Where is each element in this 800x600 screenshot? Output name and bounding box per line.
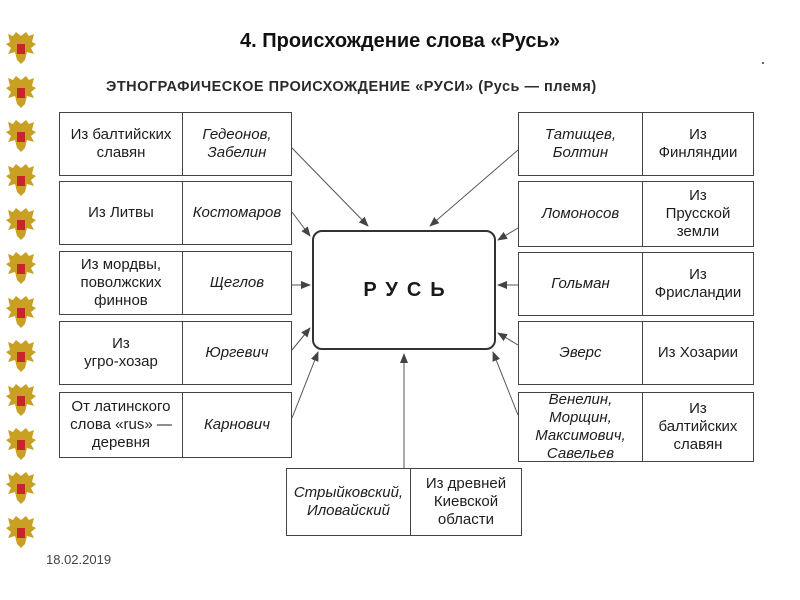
author-label: Стрыйковский, Иловайский <box>293 484 404 519</box>
double-headed-eagle-icon <box>6 164 36 196</box>
origin-label: Из Прусской земли <box>641 182 753 246</box>
origin-label: Из балтийских славян <box>641 393 753 461</box>
right-theory-3: Гольман Из Фрисландии <box>518 252 754 316</box>
arrow-left-1 <box>291 147 369 227</box>
origin-label: Из Литвы <box>88 204 154 221</box>
double-headed-eagle-icon <box>6 472 36 504</box>
author-label: Венелин, Морщин, Максимович, Савельев <box>535 391 626 462</box>
origin-label: Из угро-хозар <box>84 335 158 370</box>
origin-label: Из мордвы, поволжских финнов <box>80 256 162 309</box>
right-theory-2: Ломоносов Из Прусской земли <box>518 181 754 247</box>
diagram-heading: ЭТНОГРАФИЧЕСКОЕ ПРОИСХОЖДЕНИЕ «РУСИ» (Ру… <box>106 79 597 95</box>
arrow-right-1 <box>429 149 519 227</box>
slide-date: 18.02.2019 <box>46 552 112 567</box>
double-headed-eagle-icon <box>6 296 36 328</box>
double-headed-eagle-icon <box>6 208 36 240</box>
arrow-left-4 <box>291 327 311 351</box>
origin-label: Из Фрисландии <box>641 253 753 315</box>
slide-title: 4. Происхождение слова «Русь» <box>240 30 560 52</box>
double-headed-eagle-icon <box>6 120 36 152</box>
double-headed-eagle-icon <box>6 76 36 108</box>
author-label: Татищев, Болтин <box>544 126 617 161</box>
left-theory-4: Из угро-хозар Юргевич <box>59 321 292 385</box>
origin-label: Из древней Киевской области <box>409 469 521 535</box>
author-label: Гедеонов, Забелин <box>181 113 291 175</box>
arrow-left-2 <box>291 211 311 237</box>
right-theory-4: Эверс Из Хозарии <box>518 321 754 385</box>
right-theory-5: Венелин, Морщин, Максимович, Савельев Из… <box>518 391 754 462</box>
author-label: Юргевич <box>181 322 291 384</box>
origin-label: Из Хозарии <box>641 322 753 384</box>
double-headed-eagle-icon <box>6 516 36 548</box>
left-theory-3: Из мордвы, поволжских финнов Щеглов <box>59 251 292 315</box>
author-label: Костомаров <box>181 182 291 244</box>
author-label: Щеглов <box>181 252 291 314</box>
double-headed-eagle-icon <box>6 32 36 64</box>
emblem-strip <box>0 30 44 570</box>
double-headed-eagle-icon <box>6 340 36 372</box>
arrow-right-2 <box>497 227 519 241</box>
left-theory-1: Из балтийских славян Гедеонов, Забелин <box>59 112 292 176</box>
origin-label: Из балтийских славян <box>70 126 172 161</box>
double-headed-eagle-icon <box>6 384 36 416</box>
left-theory-5: От латинского слова «rus» — деревня Карн… <box>59 392 292 458</box>
bottom-theory: Стрыйковский, Иловайский Из древней Киев… <box>286 468 522 536</box>
double-headed-eagle-icon <box>6 252 36 284</box>
center-label: РУСЬ <box>363 278 454 301</box>
double-headed-eagle-icon <box>6 428 36 460</box>
author-label: Карнович <box>181 393 291 457</box>
arrow-right-5 <box>492 351 519 416</box>
author-label: Ломоносов <box>541 205 620 222</box>
stray-dot <box>762 62 764 64</box>
left-theory-2: Из Литвы Костомаров <box>59 181 292 245</box>
arrow-right-4 <box>497 332 519 346</box>
right-theory-1: Татищев, Болтин Из Финляндии <box>518 112 754 176</box>
origin-label: От латинского слова «rus» — деревня <box>70 398 172 451</box>
center-box: РУСЬ <box>312 230 496 350</box>
origin-label: Из Финляндии <box>641 113 753 175</box>
arrow-left-5 <box>291 351 319 419</box>
author-label: Эверс <box>559 344 602 361</box>
author-label: Гольман <box>551 275 610 292</box>
